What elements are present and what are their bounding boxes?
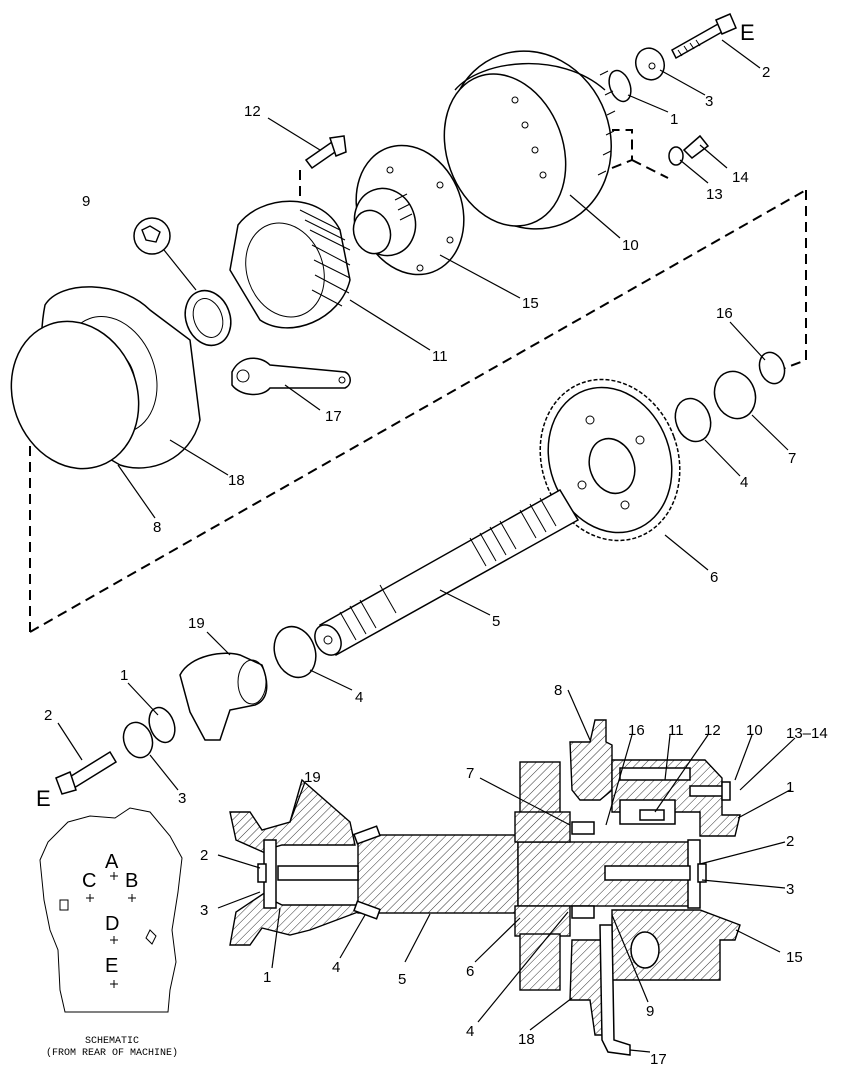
lever-17: [231, 357, 351, 396]
section-callout-16: 16: [628, 722, 645, 739]
shaft-5: [314, 488, 580, 657]
bolt-2-lower: [55, 750, 118, 795]
bearing-cone-4-top: [674, 397, 712, 443]
callout-2-top: 2: [762, 64, 770, 81]
section-callout-11: 11: [668, 722, 684, 739]
callout-5: 5: [492, 613, 500, 630]
bolt-2-top: [671, 13, 737, 60]
washer-13: [668, 146, 684, 166]
callout-4-lower: 4: [355, 689, 363, 706]
section-callout-18: 18: [518, 1031, 535, 1048]
callout-15: 15: [522, 295, 539, 312]
o-ring-8: [10, 320, 140, 470]
section-callout-3-left: 3: [200, 902, 208, 919]
section-callout-2-left: 2: [200, 847, 208, 864]
section-leaders: [217, 689, 796, 1053]
machine-schematic: [39, 807, 183, 1013]
washer-3-top-hole: [648, 62, 656, 70]
snap-ring-16: [758, 351, 786, 385]
callout-11: 11: [432, 348, 448, 365]
callout-13: 13: [706, 186, 723, 203]
brake-drum-10: [443, 50, 616, 230]
yoke-19: [179, 652, 268, 741]
section-callout-4-left: 4: [332, 959, 340, 976]
callout-4-top: 4: [740, 474, 748, 491]
o-ring-1-top: [608, 69, 632, 103]
schematic-point-e: E: [105, 955, 118, 977]
schematic-caption-title: SCHEMATIC: [85, 1036, 139, 1047]
callout-18: 18: [228, 472, 245, 489]
assembly-dashed-path: [29, 129, 807, 633]
seal-ring-inner: [192, 298, 224, 338]
callout-1-top: 1: [670, 111, 678, 128]
section-callout-17: 17: [650, 1051, 667, 1068]
schematic-point-d: D: [105, 913, 119, 935]
section-callout-7: 7: [466, 765, 474, 782]
callout-7: 7: [788, 450, 796, 467]
gear-6: [539, 378, 681, 542]
callout-6: 6: [710, 569, 718, 586]
bearing-cone-4-lower: [273, 625, 317, 679]
section-callout-15: 15: [786, 949, 803, 966]
exploded-leaders: [57, 39, 789, 791]
callout-8: 8: [153, 519, 161, 536]
schematic-point-b: B: [125, 870, 138, 892]
seal-9: [133, 217, 197, 291]
callout-1-lower: 1: [120, 667, 128, 684]
callout-3-top: 3: [705, 93, 713, 110]
view-marker-e-left: E: [36, 786, 51, 811]
section-callout-8: 8: [554, 682, 562, 699]
section-callout-4-bottom: 4: [466, 1023, 474, 1040]
section-callout-12: 12: [704, 722, 721, 739]
schematic-plus-marks: [86, 872, 136, 988]
section-callout-13-14: 13–14: [786, 725, 828, 742]
brake-shoe-11: [229, 200, 351, 329]
bolt-12: [304, 135, 347, 170]
section-callout-9: 9: [646, 1003, 654, 1020]
callout-17: 17: [325, 408, 342, 425]
callout-3-lower: 3: [178, 790, 186, 807]
o-ring-1-lower: [148, 706, 176, 744]
section-callout-3-right: 3: [786, 881, 794, 898]
schematic-point-a: A: [105, 851, 119, 873]
seal-ring: [184, 289, 232, 347]
section-callout-2-right: 2: [786, 833, 794, 850]
callout-10: 10: [622, 237, 639, 254]
callout-9: 9: [82, 193, 90, 210]
section-view: [229, 719, 741, 1056]
section-callout-5: 5: [398, 971, 406, 988]
section-callout-19: 19: [304, 769, 321, 786]
callout-14: 14: [732, 169, 749, 186]
callout-19: 19: [188, 615, 205, 632]
section-callout-6: 6: [466, 963, 474, 980]
washer-3-lower: [122, 721, 154, 759]
callout-16: 16: [716, 305, 733, 322]
hub-15: [352, 144, 465, 276]
view-marker-e-top: E: [740, 20, 755, 45]
section-callout-10: 10: [746, 722, 763, 739]
schematic-point-c: C: [82, 870, 96, 892]
section-callout-1-right: 1: [786, 779, 794, 796]
bolt-14: [682, 134, 710, 159]
bearing-cup-7: [713, 370, 757, 420]
callout-12: 12: [244, 103, 261, 120]
schematic-caption-subtitle: (FROM REAR OF MACHINE): [46, 1047, 178, 1059]
callout-2-lower: 2: [44, 707, 52, 724]
section-callout-1-left: 1: [263, 969, 271, 986]
